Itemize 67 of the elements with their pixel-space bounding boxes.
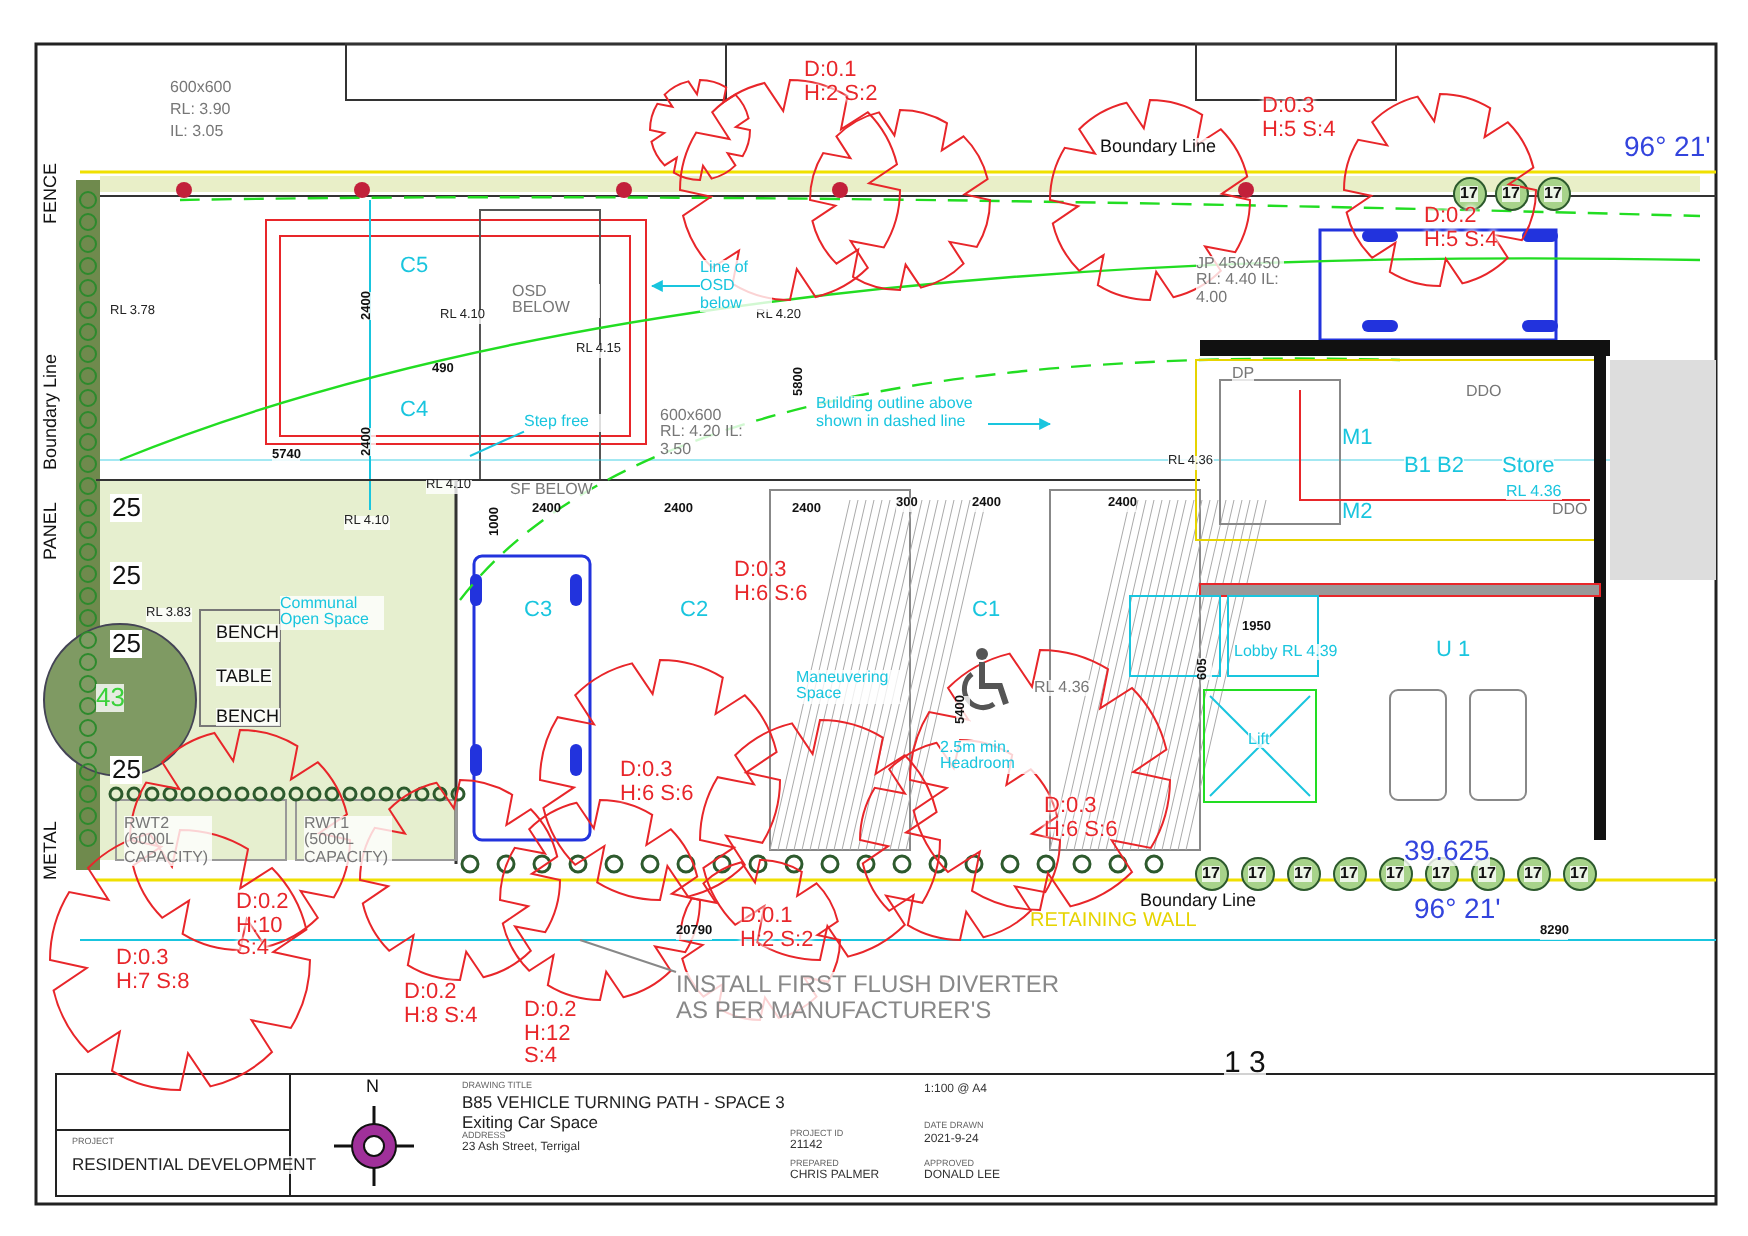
note-text: Line of OSD below <box>700 260 772 313</box>
level-text: IL: 3.05 <box>170 124 224 141</box>
boundary-label: Boundary Line <box>42 353 61 470</box>
tree-label: D:0.1 H:2 S:2 <box>804 60 880 107</box>
area-label: Maneuvering Space <box>796 670 900 704</box>
tree-label: D:0.3 H:7 S:8 <box>116 948 192 995</box>
area-label: SF BELOW <box>510 482 593 499</box>
tree-number: 17 <box>1294 866 1312 883</box>
tree-number: 43 <box>96 684 125 712</box>
furniture-label: BENCH <box>216 708 280 727</box>
tree-number: 25 <box>110 756 143 784</box>
tree-label: D:0.3 H:5 S:4 <box>1262 96 1338 143</box>
bearing-text: 96° 21' <box>1414 894 1501 924</box>
level-text: RL 4.36 <box>1034 680 1090 697</box>
bearing-text: 96° 21' <box>1624 132 1711 162</box>
boundary-label: Boundary Line <box>1140 892 1257 911</box>
drain-label: DDO <box>1466 384 1502 401</box>
area-label: OSD BELOW <box>512 284 600 318</box>
tree-label: D:0.2 H:12 S:4 <box>524 1000 579 1070</box>
tree-number: 17 <box>1386 866 1404 883</box>
leader-line <box>987 418 1052 430</box>
tree-number: 17 <box>1478 866 1496 883</box>
downpipe-label: DP <box>1232 366 1255 383</box>
tree-number: 17 <box>1570 866 1588 883</box>
furniture-label: TABLE <box>216 668 272 687</box>
tree-number: 17 <box>1202 866 1220 883</box>
wall-label: RETAINING WALL <box>1030 912 1197 933</box>
tree-number: 25 <box>110 630 143 658</box>
panel-label: PANEL <box>42 502 61 560</box>
level-text: RL: 3.90 <box>170 102 231 119</box>
tree-label: D:0.2 H:5 S:4 <box>1424 206 1500 253</box>
tank-label: RWT1 (5000L CAPACITY) <box>304 816 392 867</box>
tree-number: 17 <box>1460 186 1478 203</box>
fence-label: METAL <box>42 821 61 880</box>
drain-label: DDO <box>1552 502 1588 519</box>
project-text: RESIDENTIAL DEVELOPMENT <box>72 1156 317 1174</box>
tree-number: 25 <box>110 562 143 590</box>
tree-label: D:0.2 H:8 S:4 <box>404 982 480 1029</box>
tree-number: 17 <box>1544 186 1562 203</box>
leader-line <box>650 280 701 292</box>
tree-label: D:0.3 H:6 S:6 <box>620 760 696 807</box>
note-text: Step free <box>524 414 604 432</box>
tank-label: RWT2 (6000L CAPACITY) <box>124 816 212 867</box>
tree-number: 25 <box>110 494 143 522</box>
tree-number: 17 <box>1502 186 1520 203</box>
furniture-label: BENCH <box>216 624 280 643</box>
bearing-text: 39.625 <box>1404 836 1490 866</box>
pit-label: 600x600 RL: 4.20 IL: 3.50 <box>660 408 748 459</box>
tree-number: 17 <box>1248 866 1266 883</box>
north-label: N <box>366 1078 379 1097</box>
level-text: RL 4.36 <box>1506 484 1562 501</box>
tree-number: 17 <box>1432 866 1450 883</box>
boundary-label: Boundary Line <box>1100 138 1217 157</box>
sheet-number: 1 3 <box>1224 1048 1266 1080</box>
room-label: Lift <box>1248 732 1270 749</box>
pit-label: JP 450x450 RL: 4.40 IL: 4.00 <box>1196 256 1284 307</box>
area-label: Communal Open Space <box>280 596 384 630</box>
tree-number: 17 <box>1340 866 1358 883</box>
leader-line <box>579 939 677 973</box>
tree-label: D:0.3 H:6 S:6 <box>734 560 810 607</box>
pit-label: 600x600 <box>170 80 232 97</box>
drawing-title: B85 VEHICLE TURNING PATH - SPACE 3 <box>462 1094 785 1112</box>
leader-line <box>469 430 525 457</box>
room-label: Lobby RL 4.39 <box>1234 644 1338 661</box>
tree-number: 17 <box>1524 866 1542 883</box>
fence-label: FENCE <box>42 162 61 224</box>
subtitle-text: Exiting Car Space <box>462 1114 599 1132</box>
